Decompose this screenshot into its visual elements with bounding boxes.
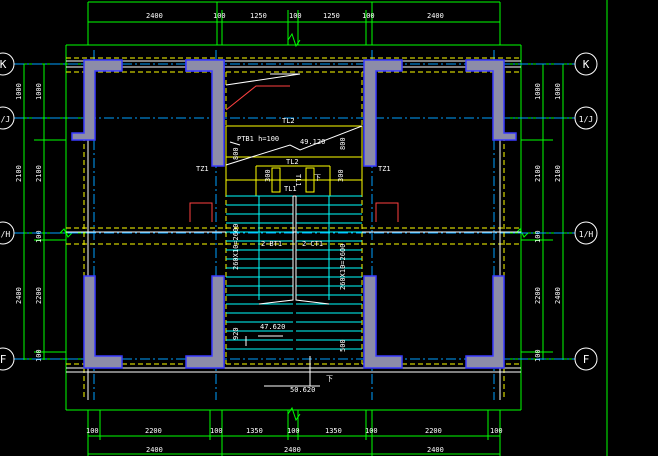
axis-bubble-left-k [0, 52, 15, 76]
axis-bubble-left-1h [0, 221, 15, 245]
dim-top-3: 100 [289, 12, 302, 20]
dim-right-inner-0: 1000 [534, 83, 542, 100]
dim-bot-7: 2200 [425, 427, 442, 435]
dim-left-outer-0: 1000 [15, 83, 23, 100]
axis-bubbles-left [0, 52, 15, 371]
axis-bubble-right-f [574, 347, 598, 371]
dim-right-outer-1: 2100 [554, 165, 562, 182]
axis-bubble-left-1j [0, 106, 15, 130]
axis-left-k: K [0, 58, 7, 71]
dim-left-inner-4: 100 [35, 349, 43, 362]
axis-bubble-texts: K 1/J 1/H F K 1/J 1/H F [0, 58, 593, 366]
label-tz1-left: TZ1 [196, 165, 209, 173]
label-down: 下 [314, 174, 321, 182]
dim-left-outer-1: 2100 [15, 165, 23, 182]
dim-top-2: 1250 [250, 12, 267, 20]
label-tl2-top: TL2 [282, 117, 295, 125]
bottom-dimension-lines [87, 406, 501, 456]
axis-lines [14, 50, 575, 400]
axis-right-f: F [583, 353, 590, 366]
label-tl1-b: TL1 [294, 174, 302, 187]
dim-bot-6: 100 [365, 427, 378, 435]
axis-bubble-right-k [574, 52, 598, 76]
right-dimension-texts: 1000 2100 100 2200 100 1000 2100 2400 [534, 83, 562, 362]
dim-bot-4: 100 [287, 427, 300, 435]
axis-right-k: K [583, 58, 590, 71]
dim-right-outer-0: 1000 [554, 83, 562, 100]
label-tz1-right: TZ1 [378, 165, 391, 173]
label-d500: 500 [339, 339, 347, 352]
dim-bot-1: 2200 [145, 427, 162, 435]
wall-top-center-right [363, 59, 403, 167]
dim-top-0: 2400 [146, 12, 163, 20]
axis-bubbles-right [574, 52, 598, 371]
drawing-frame [65, 0, 608, 456]
label-tl2-mid: TL2 [286, 158, 299, 166]
dim-left-inner-0: 1000 [35, 83, 43, 100]
label-ptb: PTB1 h=100 [237, 135, 279, 143]
label-d920: 920 [232, 327, 240, 340]
walls [71, 59, 517, 369]
label-elev-upper: 49.120 [300, 138, 325, 146]
label-run-right: 2-CT1 [302, 240, 323, 248]
axis-right-1h: 1/H [579, 230, 594, 239]
stair-labels: TL2 PTB1 h=100 49.120 TL2 TL1 TL1 TZ1 TZ… [196, 117, 391, 394]
wall-top-left [71, 59, 123, 141]
label-d800a: 800 [232, 147, 240, 160]
axis-bubble-right-1j [574, 106, 598, 130]
dim-bot-3: 1350 [246, 427, 263, 435]
dim-bot-0: 100 [86, 427, 99, 435]
dim-right-inner-4: 100 [534, 349, 542, 362]
left-dimension-texts: 1000 2100 2400 1000 2100 100 2200 100 [15, 83, 43, 362]
dim-left-inner-2: 100 [35, 230, 43, 243]
axis-right-1j: 1/J [579, 115, 593, 124]
axis-left-1j: 1/J [0, 115, 10, 124]
bottom-dimension-texts: 100 2200 100 1350 100 1350 100 2200 100 … [86, 427, 503, 454]
label-elev-landing: 47.620 [260, 323, 285, 331]
wall-bot-center-right [363, 275, 403, 369]
label-d800b: 800 [339, 137, 347, 150]
dim-bot2-2: 2400 [427, 446, 444, 454]
staircase [189, 73, 399, 387]
dim-top-5: 100 [362, 12, 375, 20]
wall-top-right [465, 59, 517, 141]
dim-bot2-0: 2400 [146, 446, 163, 454]
dim-top-1: 100 [213, 12, 226, 20]
axis-bubble-right-1h [574, 221, 598, 245]
wall-bot-center-left [185, 275, 225, 369]
dim-bot-8: 100 [490, 427, 503, 435]
axis-bubble-left-f [0, 347, 15, 371]
label-steps-right: 260X10=2600 [339, 244, 347, 290]
dim-bot-5: 1350 [325, 427, 342, 435]
stair-flight-left [226, 195, 293, 350]
side-dimension-lines [14, 63, 575, 360]
axis-left-1h: 1/H [0, 230, 10, 239]
stair-flight-right [296, 195, 362, 350]
dim-left-inner-3: 2200 [35, 287, 43, 304]
dim-top-4: 1250 [323, 12, 340, 20]
label-d300a: 300 [264, 169, 272, 182]
axis-left-f: F [0, 353, 6, 366]
dim-left-inner-1: 2100 [35, 165, 43, 182]
label-run-left: 2-BT1 [261, 240, 282, 248]
dim-bot2-1: 2400 [284, 446, 301, 454]
label-steps-left: 260X10=2600 [232, 224, 240, 270]
wall-bot-right [465, 275, 505, 369]
label-d300b: 300 [337, 169, 345, 182]
top-dimension-lines [87, 1, 501, 48]
dim-right-inner-1: 2100 [534, 165, 542, 182]
dim-right-outer-2: 2400 [554, 287, 562, 304]
wall-bot-left [83, 275, 123, 369]
dim-left-outer-2: 2400 [15, 287, 23, 304]
label-elev-bottom: 50.620 [290, 386, 315, 394]
dim-bot-2: 100 [210, 427, 223, 435]
dim-right-inner-3: 2200 [534, 287, 542, 304]
wall-top-center-left [185, 59, 225, 167]
dim-right-inner-2: 100 [534, 230, 542, 243]
dim-top-6: 2400 [427, 12, 444, 20]
label-up: 下 [326, 375, 333, 383]
top-dimension-texts: 2400 100 1250 100 1250 100 2400 [146, 12, 444, 20]
label-tl1-a: TL1 [284, 185, 297, 193]
